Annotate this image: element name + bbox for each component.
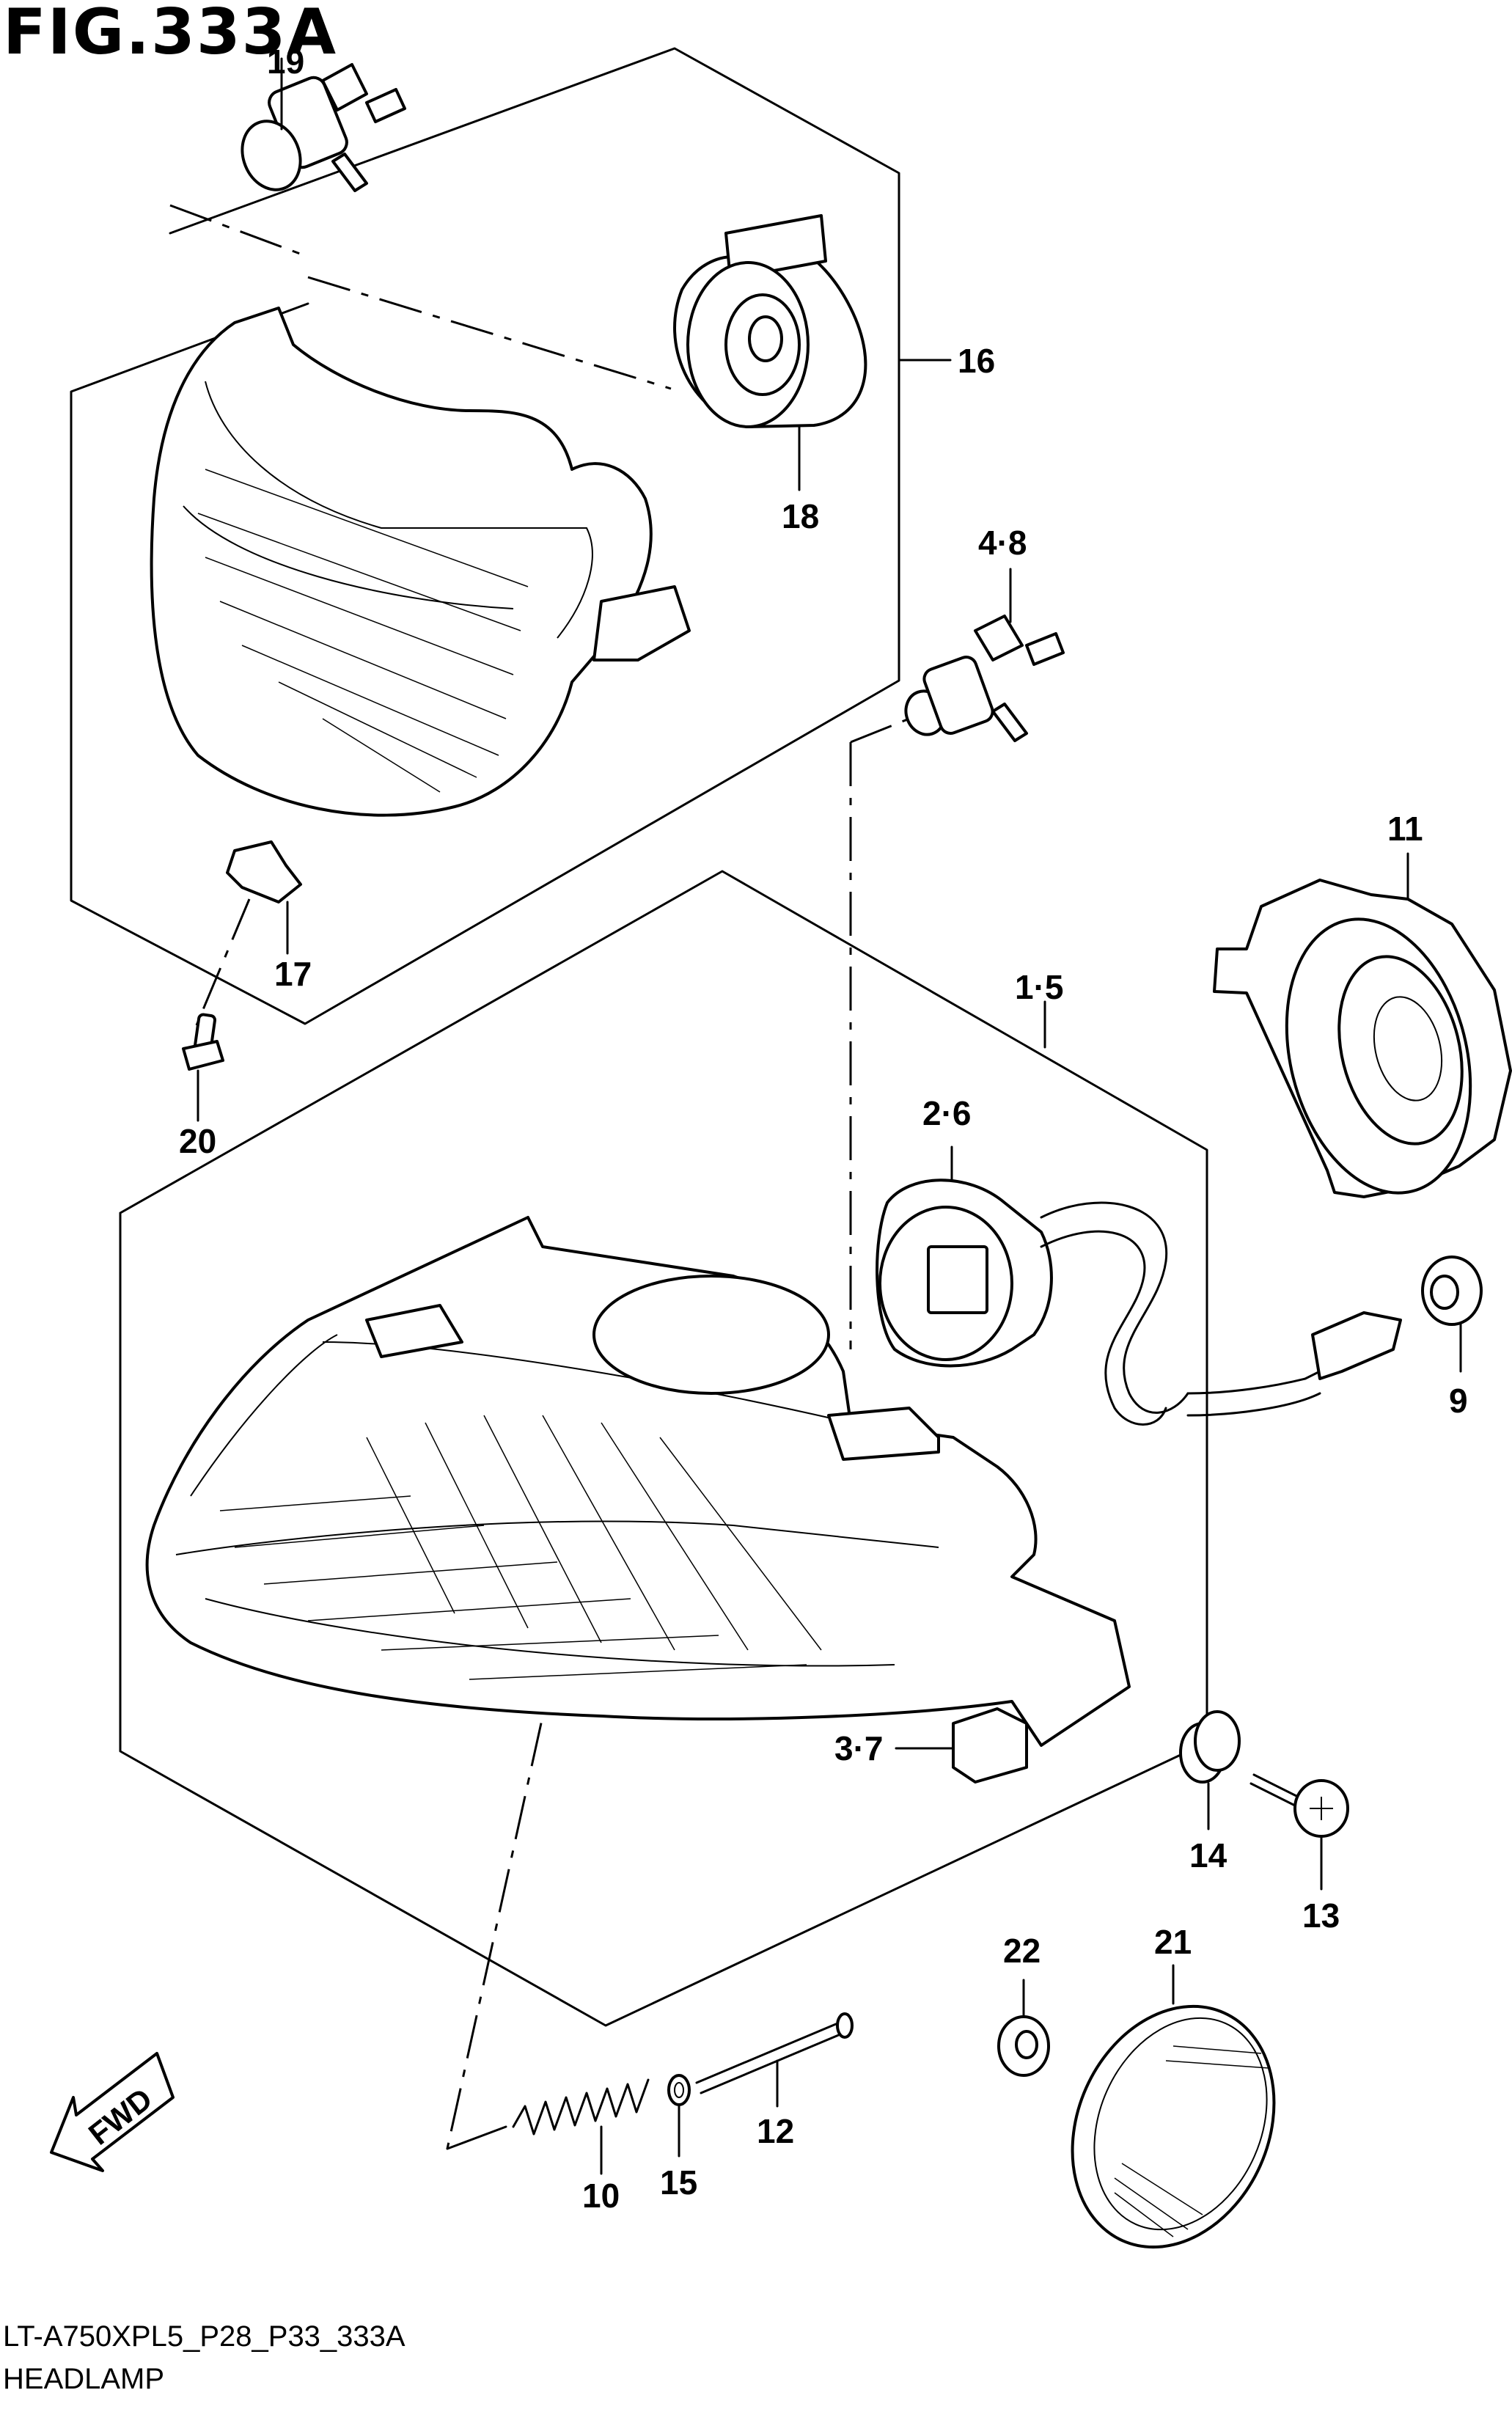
callout-12: 12 — [757, 2112, 794, 2150]
bolt-20 — [182, 1013, 224, 1122]
callout-3-7: 3·7 — [834, 1729, 883, 1767]
callout-16: 16 — [958, 342, 995, 380]
callout-4-8: 4·8 — [978, 524, 1027, 562]
callout-19: 19 — [267, 43, 304, 81]
callout-17: 17 — [274, 955, 312, 993]
assembly-box-upper — [70, 47, 952, 1025]
callout-22: 22 — [1003, 1932, 1041, 1970]
nut-22 — [997, 1979, 1050, 2077]
callout-11: 11 — [1387, 810, 1423, 848]
headlamp-main — [145, 1216, 1131, 1747]
figure-title: FIG.333A — [3, 0, 338, 69]
ring-housing-11 — [1213, 852, 1512, 1198]
callout-2-6: 2·6 — [922, 1094, 971, 1132]
grommet-9 — [1421, 1256, 1483, 1373]
leader-dashed — [169, 204, 947, 2149]
model-code: LT-A750XPL5_P28_P33_333A — [3, 2320, 405, 2353]
callout-15: 15 — [660, 2163, 697, 2202]
fwd-arrow-icon: FWD — [50, 2052, 175, 2172]
socket-housing-16 — [673, 214, 867, 491]
screw-13 — [1249, 1773, 1349, 1891]
cap-14 — [1179, 1710, 1241, 1830]
callout-13: 13 — [1302, 1896, 1340, 1935]
callout-1-5: 1·5 — [1015, 968, 1063, 1006]
bulb-4-8 — [904, 568, 1065, 742]
clip-17 — [226, 840, 302, 955]
callout-20: 20 — [179, 1122, 216, 1160]
callout-14: 14 — [1189, 1836, 1227, 1874]
socket-2-6 — [876, 1145, 1402, 1426]
callout-21: 21 — [1154, 1923, 1192, 1961]
callout-9: 9 — [1449, 1382, 1468, 1420]
reflector-21 — [1071, 1964, 1276, 2249]
callout-18: 18 — [782, 497, 819, 535]
bulb-19 — [241, 57, 406, 192]
callout-10: 10 — [582, 2177, 620, 2215]
headlamp-upper — [150, 307, 691, 817]
clip-3-7 — [895, 1707, 1028, 1784]
spring-10 — [446, 2078, 650, 2175]
section-name: HEADLAMP — [3, 2363, 165, 2395]
washer-15 — [667, 2074, 691, 2158]
screw-12 — [695, 2012, 854, 2108]
